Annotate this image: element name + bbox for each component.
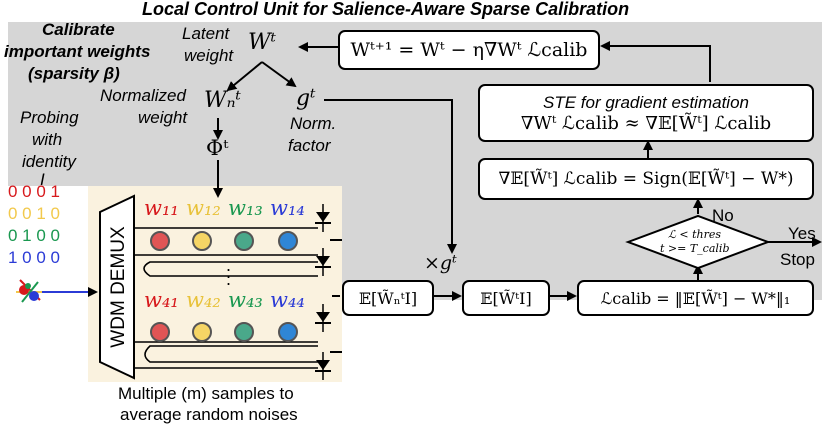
expected-weight-box: 𝔼[W̃ᵗI] — [462, 280, 550, 316]
probing-label-4: I — [40, 170, 45, 189]
light-source-icon — [16, 279, 42, 303]
yes-label: Yes — [788, 224, 816, 243]
microring — [234, 231, 254, 251]
wdm-demux-label: WDM DEMUX — [108, 226, 129, 348]
decision-condition-1: ℒ < thres — [668, 228, 722, 241]
gradient-box: ∇𝔼[W̃ᵗ] ℒcalib = Sign(𝔼[W̃ᵗ] − W*) — [478, 158, 814, 200]
latent-weight-label-2: weight — [184, 46, 234, 65]
microring — [192, 231, 212, 251]
ste-equation: ∇Wᵗ ℒcalib ≈ ∇𝔼[W̃ᵗ] ℒcalib — [520, 112, 772, 134]
expected-normalized-box: 𝔼[W̃ₙᵗI] — [342, 280, 434, 316]
photodetector-icon — [315, 352, 331, 380]
loss-box: ℒcalib = ‖𝔼[W̃ᵗ] − W*‖₁ — [577, 280, 814, 316]
waveguide-mesh — [134, 227, 318, 369]
microring — [192, 322, 212, 342]
phi-symbol: Φᵗ — [206, 136, 229, 160]
latent-weight-label-1: Latent — [182, 24, 230, 43]
probing-label-3: identity — [22, 152, 76, 171]
norm-factor-symbol: gᵗ — [296, 86, 316, 111]
norm-factor-label-1: Norm. — [290, 114, 337, 133]
calibrate-note-line2: important weights — [4, 42, 151, 61]
calibrate-note-line3: (sparsity β) — [28, 64, 120, 83]
weight-label: w₄₂ — [186, 288, 221, 312]
weight-label: w₄₄ — [270, 288, 305, 312]
samples-note-line1: Multiple (m) samples to — [118, 384, 294, 403]
diagram-title: Local Control Unit for Salience-Aware Sp… — [142, 0, 630, 19]
microring — [278, 231, 298, 251]
weight-label: w₁₄ — [270, 196, 305, 220]
weight-label: w₄₁ — [144, 288, 179, 312]
normalized-weight-symbol: Wₙᵗ — [204, 88, 241, 113]
identity-row: 0 1 0 0 — [8, 226, 60, 245]
ring-modulators — [150, 231, 298, 342]
normalized-weight-label-2: weight — [138, 108, 188, 127]
microring — [150, 322, 170, 342]
update-equation: Wᵗ⁺¹ = Wᵗ − η∇Wᵗ ℒcalib — [350, 39, 588, 61]
microring — [150, 231, 170, 251]
weight-label: w₄₃ — [228, 288, 263, 312]
probing-label-2: with — [32, 130, 63, 149]
probing-label-1: Probing — [20, 108, 79, 127]
expected-normalized-text: 𝔼[W̃ₙᵗI] — [358, 288, 418, 308]
update-equation-box: Wᵗ⁺¹ = Wᵗ − η∇Wᵗ ℒcalib — [338, 30, 600, 70]
microring — [278, 322, 298, 342]
no-label: No — [712, 206, 734, 225]
tree-to-norm-factor-arrow — [261, 61, 297, 88]
weight-label: w₁₂ — [186, 196, 221, 220]
identity-row: 0 0 0 1 — [8, 182, 60, 201]
decision-diamond — [625, 214, 771, 270]
row-ellipsis: ... — [226, 255, 232, 289]
weight-label: w₁₁ — [144, 196, 179, 220]
wdm-demux-block — [99, 194, 135, 380]
normalized-weight-label-1: Normalized — [100, 86, 186, 105]
norm-factor-route — [324, 99, 457, 254]
stop-label: Stop — [780, 250, 815, 269]
photodetector-icon — [315, 204, 331, 232]
ste-title: STE for gradient estimation — [543, 92, 749, 112]
decision-condition-2: t >= T_calib — [660, 242, 730, 255]
samples-note-line2: average random noises — [120, 405, 298, 424]
latent-weight-symbol: Wᵗ — [248, 30, 277, 55]
photodetector-icon — [315, 304, 331, 332]
gradient-equation: ∇𝔼[W̃ᵗ] ℒcalib = Sign(𝔼[W̃ᵗ] − W*) — [498, 169, 794, 189]
ste-box: STE for gradient estimation ∇Wᵗ ℒcalib ≈… — [478, 84, 814, 142]
weight-label: w₁₃ — [228, 196, 263, 220]
norm-factor-label-2: factor — [288, 136, 331, 155]
expected-weight-text: 𝔼[W̃ᵗI] — [480, 288, 532, 308]
calibrate-note-line1: Calibrate — [42, 20, 115, 39]
ste-to-update-route — [600, 41, 711, 82]
microring — [234, 322, 254, 342]
identity-row: 1 0 0 0 — [8, 248, 60, 267]
photodetectors — [315, 204, 331, 380]
loss-equation: ℒcalib = ‖𝔼[W̃ᵗ] − W*‖₁ — [600, 288, 791, 308]
tree-to-normalized-arrow — [226, 61, 263, 92]
times-g-label: ×gᵗ — [424, 252, 457, 274]
identity-row: 0 0 1 0 — [8, 204, 60, 223]
photodetector-icon — [315, 248, 331, 276]
